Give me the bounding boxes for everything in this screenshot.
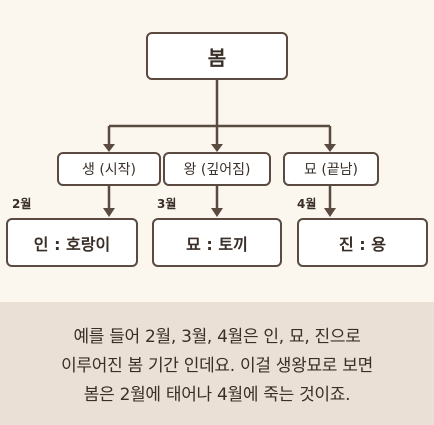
result-node-1: 인 : 호랑이 <box>6 218 138 267</box>
result-node-3: 진 : 용 <box>297 218 428 267</box>
result-label-2: 묘 : 토끼 <box>186 234 248 254</box>
arrowhead-stage-1 <box>103 144 115 152</box>
root-node: 봄 <box>146 32 288 80</box>
stage-label-3: 묘 (끝남) <box>303 162 358 178</box>
stage-node-2: 왕 (깊어짐) <box>163 152 271 186</box>
caption-line-2: 이루어진 봄 기간 인데요. 이걸 생왕묘로 보면 <box>61 356 373 376</box>
result-label-3: 진 : 용 <box>339 234 386 254</box>
arrowhead-result-1 <box>103 208 115 217</box>
month-label-2: 3월 <box>157 197 177 211</box>
month-label-1: 2월 <box>12 197 32 211</box>
caption-line-3: 봄은 2월에 태어나 4월에 죽는 것이죠. <box>83 385 351 405</box>
arrowhead-stage-2 <box>211 144 223 152</box>
result-node-2: 묘 : 토끼 <box>152 218 282 267</box>
caption-line-1: 예를 들어 2월, 3월, 4월은 인, 묘, 진으로 <box>73 327 361 347</box>
arrowhead-result-2 <box>211 208 223 217</box>
arrowhead-stage-3 <box>324 144 336 152</box>
stage-node-3: 묘 (끝남) <box>283 152 379 186</box>
connector-lines <box>103 80 336 217</box>
stage-label-2: 왕 (깊어짐) <box>183 162 251 178</box>
stage-label-1: 생 (시작) <box>81 162 136 178</box>
arrowhead-result-3 <box>324 208 336 217</box>
result-label-1: 인 : 호랑이 <box>33 234 111 254</box>
month-label-3: 4월 <box>297 197 317 211</box>
root-label: 봄 <box>207 45 227 70</box>
caption-panel: 예를 들어 2월, 3월, 4월은 인, 묘, 진으로 이루어진 봄 기간 인데… <box>0 302 434 425</box>
diagram-panel: 봄 생 (시작) 왕 (깊어짐) 묘 (끝남) 2월 3월 4월 인 : 호랑이… <box>0 0 434 302</box>
stage-node-1: 생 (시작) <box>57 152 161 186</box>
